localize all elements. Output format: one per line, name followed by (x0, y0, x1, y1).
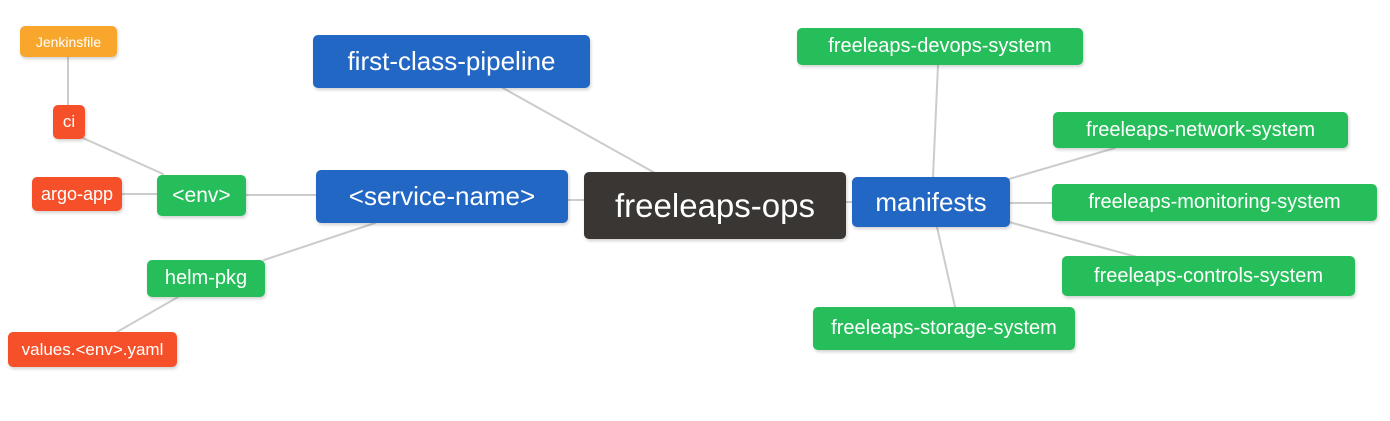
node-values-env-yaml[interactable]: values.<env>.yaml (8, 332, 177, 367)
node-freeleaps-devops-system[interactable]: freeleaps-devops-system (797, 28, 1083, 65)
edge-ci-env (82, 137, 164, 175)
edge-manifests-freeleaps-devops-system (932, 64, 939, 178)
edge-manifests-freeleaps-storage-system (936, 226, 956, 308)
node-first-class-pipeline[interactable]: first-class-pipeline (313, 35, 590, 88)
node-helm-pkg[interactable]: helm-pkg (147, 260, 265, 297)
edge-manifests-freeleaps-network-system (1008, 147, 1116, 180)
node-ci[interactable]: ci (53, 105, 85, 139)
node-freeleaps-storage-system[interactable]: freeleaps-storage-system (813, 307, 1075, 350)
node-manifests[interactable]: manifests (852, 177, 1010, 227)
node-freeleaps-ops[interactable]: freeleaps-ops (584, 172, 846, 239)
edge-first-class-pipeline-freeleaps-ops (502, 87, 656, 174)
node-env[interactable]: <env> (157, 175, 246, 216)
node-freeleaps-controls-system[interactable]: freeleaps-controls-system (1062, 256, 1355, 296)
edge-helm-pkg-values-env-yaml (116, 296, 179, 333)
edge-service-name-helm-pkg (263, 222, 376, 261)
node-service-name[interactable]: <service-name> (316, 170, 568, 223)
node-freeleaps-monitoring-system[interactable]: freeleaps-monitoring-system (1052, 184, 1377, 221)
node-jenkinsfile[interactable]: Jenkinsfile (20, 26, 117, 57)
node-argo-app[interactable]: argo-app (32, 177, 122, 211)
node-freeleaps-network-system[interactable]: freeleaps-network-system (1053, 112, 1348, 148)
edge-manifests-freeleaps-controls-system (1008, 221, 1138, 258)
